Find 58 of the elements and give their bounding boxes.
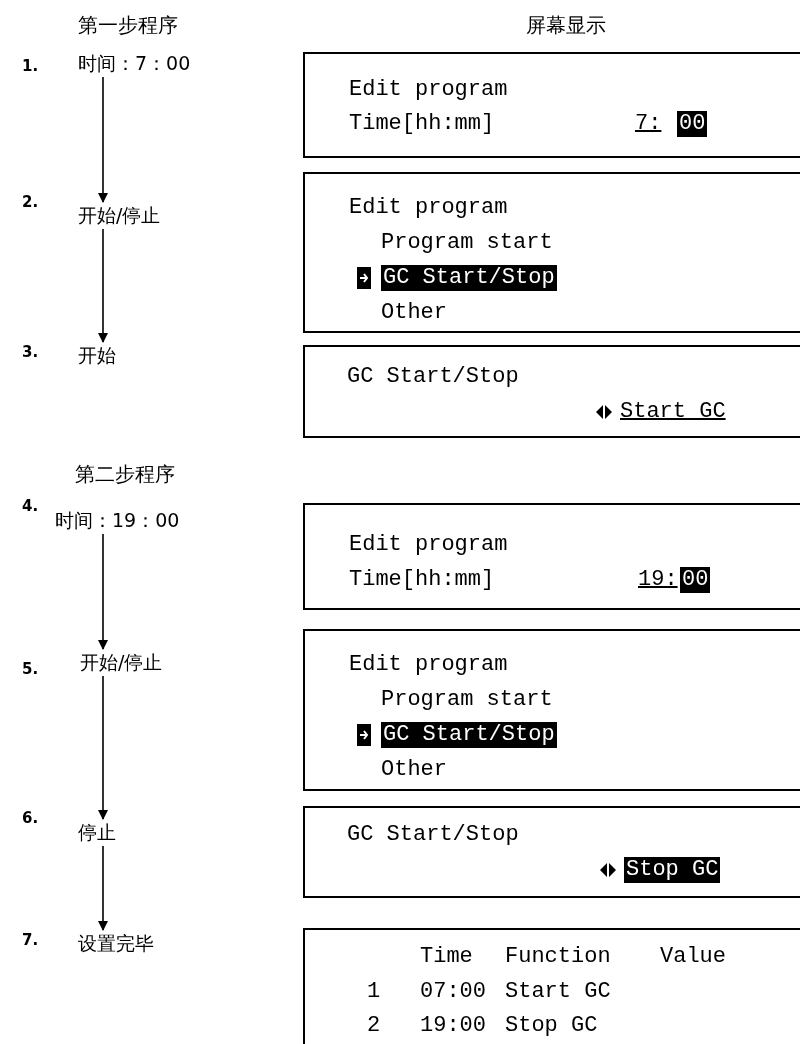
arrow <box>98 675 108 820</box>
step-label: 开始 <box>78 343 116 367</box>
table-cell: Value <box>660 944 726 970</box>
arrow <box>98 76 108 203</box>
heading: 第二步程序 <box>75 461 175 487</box>
arrow <box>98 845 108 931</box>
table-cell: 19:00 <box>420 1013 486 1039</box>
step-number: 5. <box>22 659 39 679</box>
table-cell: Start GC <box>505 979 611 1005</box>
step-label: 时间：19：00 <box>55 508 180 532</box>
step-number: 4. <box>22 496 39 516</box>
step-label: 开始/停止 <box>78 203 161 227</box>
highlighted-text: Stop GC <box>624 857 721 883</box>
screen-text: Edit program <box>349 77 508 103</box>
lcd-screen <box>303 629 800 791</box>
lcd-screen <box>303 172 800 333</box>
table-cell: 07:00 <box>420 979 486 1005</box>
lcd-screen <box>303 503 800 610</box>
step-number: 6. <box>22 808 39 828</box>
table-cell: Stop GC <box>505 1013 598 1039</box>
screen-text: Other <box>381 300 447 326</box>
heading: 屏幕显示 <box>526 12 606 38</box>
selected-value: 7: <box>635 111 662 137</box>
table-cell: Time <box>420 944 473 970</box>
step-label: 时间：7：00 <box>78 51 191 75</box>
screen-text: GC Start/Stop <box>347 364 519 390</box>
highlighted-text: GC Start/Stop <box>381 265 557 291</box>
step-number: 1. <box>22 56 39 76</box>
screen-text: Edit program <box>349 195 508 221</box>
display-table <box>303 928 800 1044</box>
screen-text: Edit program <box>349 652 508 678</box>
highlighted-text: 00 <box>680 567 711 593</box>
step-label: 设置完毕 <box>78 931 154 955</box>
screen-text: Program start <box>381 687 553 713</box>
arrow <box>98 228 108 343</box>
lcd-screen <box>303 806 800 898</box>
highlighted-text: 00 <box>677 111 708 137</box>
table-cell: 1 <box>367 979 381 1005</box>
table-cell: Function <box>505 944 611 970</box>
step-number: 3. <box>22 342 39 362</box>
screen-text: Edit program <box>349 532 508 558</box>
screen-text: Other <box>381 757 447 783</box>
screen-text: Time[hh:mm] <box>349 567 495 593</box>
arrow <box>98 533 108 650</box>
lcd-screen <box>303 52 800 158</box>
screen-text: Program start <box>381 230 553 256</box>
highlighted-text: GC Start/Stop <box>381 722 557 748</box>
lcd-screen <box>303 345 800 438</box>
selected-value: Start GC <box>620 399 726 425</box>
screen-text: Time[hh:mm] <box>349 111 495 137</box>
step-label: 停止 <box>78 820 116 844</box>
step-number: 7. <box>22 930 39 950</box>
step-number: 2. <box>22 192 39 212</box>
screen-text: GC Start/Stop <box>347 822 519 848</box>
step-label: 开始/停止 <box>80 650 163 674</box>
table-cell: 2 <box>367 1013 381 1039</box>
heading: 第一步程序 <box>78 12 178 38</box>
selected-value: 19: <box>638 567 678 593</box>
